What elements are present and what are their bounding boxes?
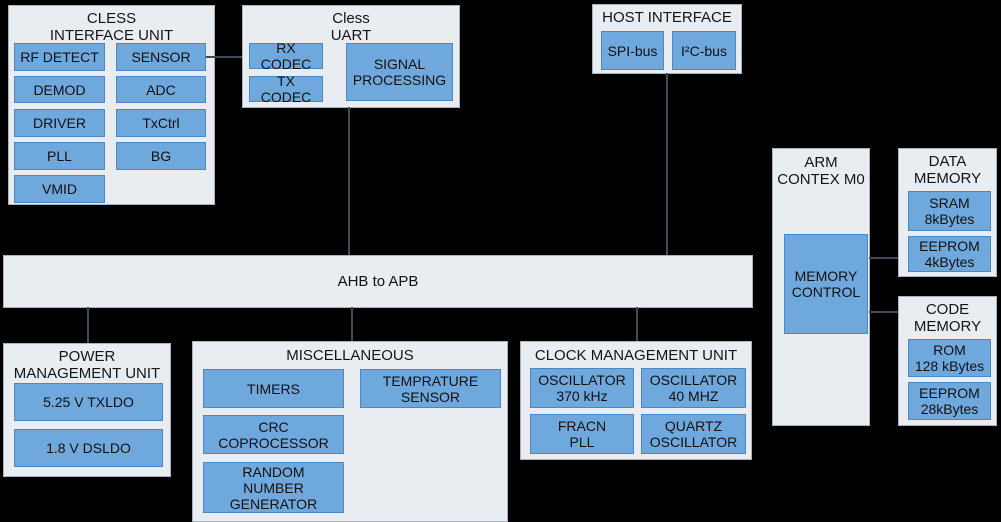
ahb-to-apb-bus: AHB to APB bbox=[3, 255, 753, 308]
spi-bus-cell: SPI-bus bbox=[601, 31, 664, 70]
rf-detect-cell: RF DETECT bbox=[14, 43, 105, 71]
fracn-pll-cell: FRACN PLL bbox=[530, 414, 634, 454]
quartz-oscillator-cell: QUARTZ OSCILLATOR bbox=[641, 414, 746, 454]
miscellaneous-block: MISCELLANEOUS TIMERS TEMPRATURE SENSOR C… bbox=[192, 341, 508, 522]
timers-cell: TIMERS bbox=[203, 369, 344, 408]
ahb-to-apb-label: AHB to APB bbox=[337, 273, 419, 290]
oscillator-370khz-cell: OSCILLATOR 370 kHz bbox=[530, 368, 634, 408]
cless-uart-block: Cless UART RX CODEC TX CODEC SIGNAL PROC… bbox=[242, 5, 460, 108]
host-interface-title: HOST INTERFACE bbox=[602, 9, 732, 26]
sensor-cell: SENSOR bbox=[116, 43, 206, 71]
random-number-generator-cell: RANDOM NUMBER GENERATOR bbox=[203, 462, 344, 513]
data-memory-title: DATA MEMORY bbox=[913, 153, 982, 187]
code-memory-block: CODE MEMORY ROM 128 kBytes EEPROM 28kByt… bbox=[898, 296, 997, 426]
connector-bus-to-clock bbox=[636, 307, 638, 341]
cless-interface-unit-block: CLESS INTERFACE UNIT RF DETECT SENSOR DE… bbox=[8, 5, 215, 205]
tx-codec-cell: TX CODEC bbox=[249, 73, 323, 105]
connector-bus-to-misc bbox=[351, 307, 353, 341]
arm-contex-m0-block: ARM CONTEX M0 MEMORY CONTROL bbox=[772, 148, 870, 426]
dsldo-cell: 1.8 V DSLDO bbox=[14, 429, 163, 467]
demod-cell: DEMOD bbox=[14, 76, 105, 103]
data-memory-block: DATA MEMORY SRAM 8kBytes EEPROM 4kBytes bbox=[898, 148, 997, 277]
eeprom-28k-cell: EEPROM 28kBytes bbox=[908, 382, 991, 420]
oscillator-40mhz-cell: OSCILLATOR 40 MHZ bbox=[641, 368, 746, 408]
code-memory-title: CODE MEMORY bbox=[913, 301, 982, 335]
miscellaneous-title: MISCELLANEOUS bbox=[286, 347, 414, 364]
adc-cell: ADC bbox=[116, 76, 206, 103]
bg-cell: BG bbox=[116, 142, 206, 170]
driver-cell: DRIVER bbox=[14, 109, 105, 137]
host-interface-block: HOST INTERFACE SPI-bus I²C-bus bbox=[592, 4, 742, 74]
cless-interface-unit-title: CLESS INTERFACE UNIT bbox=[49, 10, 174, 44]
eeprom-4k-cell: EEPROM 4kBytes bbox=[908, 236, 991, 272]
power-management-unit-block: POWER MANAGEMENT UNIT 5.25 V TXLDO 1.8 V… bbox=[3, 343, 171, 477]
cless-uart-title: Cless UART bbox=[330, 10, 372, 44]
connector-memctl-to-data-mem bbox=[869, 257, 898, 259]
rom-128k-cell: ROM 128 kBytes bbox=[908, 339, 991, 377]
txldo-cell: 5.25 V TXLDO bbox=[14, 383, 163, 421]
pll-cell: PLL bbox=[14, 142, 105, 170]
vmid-cell: VMID bbox=[14, 175, 105, 203]
txctrl-cell: TxCtrl bbox=[116, 109, 206, 137]
connector-cless-to-uart bbox=[206, 56, 242, 58]
i2c-bus-cell: I²C-bus bbox=[672, 31, 736, 70]
rx-codec-cell: RX CODEC bbox=[249, 40, 323, 72]
memory-control-cell: MEMORY CONTROL bbox=[784, 234, 868, 334]
sram-8k-cell: SRAM 8kBytes bbox=[908, 191, 991, 231]
temperature-sensor-cell: TEMPRATURE SENSOR bbox=[360, 369, 501, 408]
power-management-unit-title: POWER MANAGEMENT UNIT bbox=[13, 348, 161, 382]
connector-host-to-bus bbox=[666, 73, 668, 255]
connector-bus-to-power bbox=[87, 307, 89, 343]
connector-memctl-to-code-mem bbox=[869, 311, 898, 313]
clock-management-unit-block: CLOCK MANAGEMENT UNIT OSCILLATOR 370 kHz… bbox=[520, 341, 752, 460]
crc-coprocessor-cell: CRC COPROCESSOR bbox=[203, 415, 344, 454]
connector-uart-to-bus bbox=[348, 107, 350, 255]
signal-processing-cell: SIGNAL PROCESSING bbox=[346, 43, 453, 101]
clock-management-unit-title: CLOCK MANAGEMENT UNIT bbox=[534, 347, 738, 364]
arm-contex-m0-title: ARM CONTEX M0 bbox=[777, 154, 865, 188]
